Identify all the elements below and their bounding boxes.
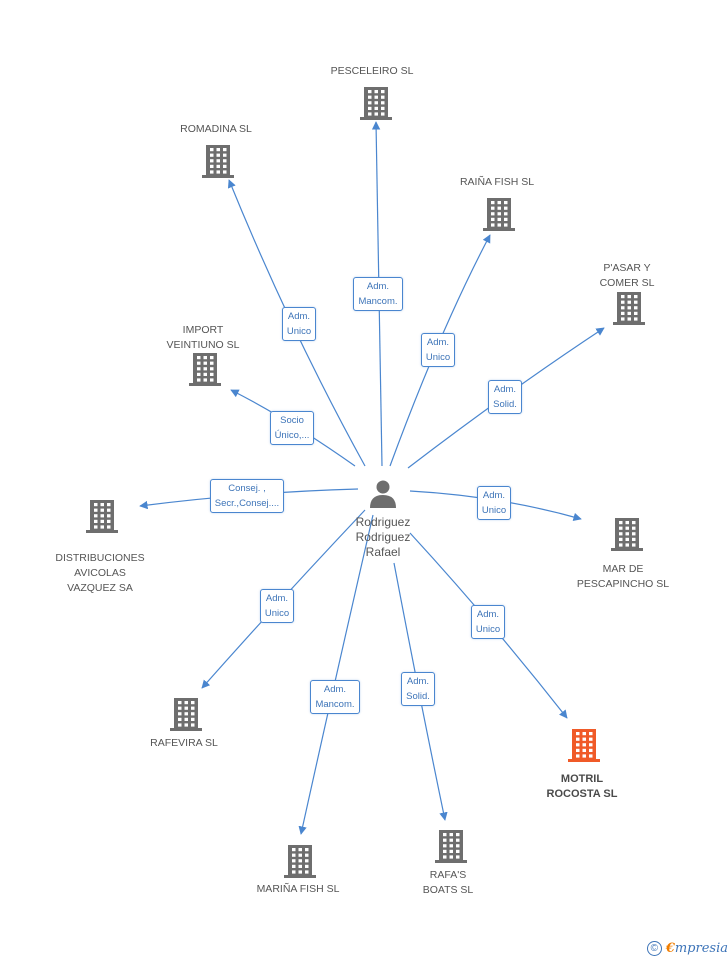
copyright-icon: © [646,941,662,956]
person-icon[interactable] [370,480,396,509]
building-icon-marina[interactable] [284,845,316,878]
building-icon-distribuciones[interactable] [86,500,118,533]
person-name[interactable]: Rodriguez Rodriguez Rafael [355,515,411,559]
building-icon-pasar[interactable] [613,292,645,325]
building-icon-mar[interactable] [611,518,643,551]
company-name-rafevira[interactable]: RAFEVIRA SL [150,737,218,749]
relation-label-rafas: Adm. Solid. [401,672,435,706]
relation-label-rafevira: Adm. Unico [259,589,295,623]
company-name-marina[interactable]: MARIÑA FISH SL [256,883,340,895]
relation-label-raina: Adm. Unico [420,333,456,367]
brand-logo[interactable]: €mpresia [665,941,728,956]
edges-group [139,121,605,835]
company-name-pasar[interactable]: P'ASAR Y COMER SL [599,262,655,289]
company-name-mar[interactable]: MAR DE PESCAPINCHO SL [576,563,670,590]
company-name-distribuciones[interactable]: DISTRIBUCIONES AVICOLAS VAZQUEZ SA [55,552,145,594]
building-icon-rafas[interactable] [435,830,467,863]
building-icon-romadina[interactable] [202,145,234,178]
relation-label-pasar: Adm. Solid. [488,380,522,414]
company-name-romadina[interactable]: ROMADINA SL [180,123,252,135]
building-icon-import[interactable] [189,353,221,386]
relation-label-mar: Adm. Unico [476,486,512,520]
building-icon-rafevira[interactable] [170,698,202,731]
company-name-raina[interactable]: RAIÑA FISH SL [459,176,535,188]
company-name-pesceleiro[interactable]: PESCELEIRO SL [330,65,414,77]
company-name-motril[interactable]: MOTRIL ROCOSTA SL [546,773,618,800]
relation-label-marina: Adm. Mancom. [310,680,360,714]
relation-label-pesceleiro: Adm. Mancom. [353,277,403,311]
relation-label-import: Socio Único,... [269,411,315,445]
company-name-import[interactable]: IMPORT VEINTIUNO SL [166,324,240,351]
building-icon-pesceleiro[interactable] [360,87,392,120]
relation-label-motril: Adm. Unico [470,605,506,639]
building-icon-motril[interactable] [568,729,600,762]
edge-marina [298,514,374,835]
building-icon-raina[interactable] [483,198,515,231]
relation-label-romadina: Adm. Unico [281,307,317,341]
footer: © €mpresia [646,941,728,956]
relation-label-distribuciones: Consej. , Secr.,Consej.... [209,479,285,513]
company-name-rafas[interactable]: RAFA'S BOATS SL [422,869,474,896]
icons-group [86,87,645,878]
